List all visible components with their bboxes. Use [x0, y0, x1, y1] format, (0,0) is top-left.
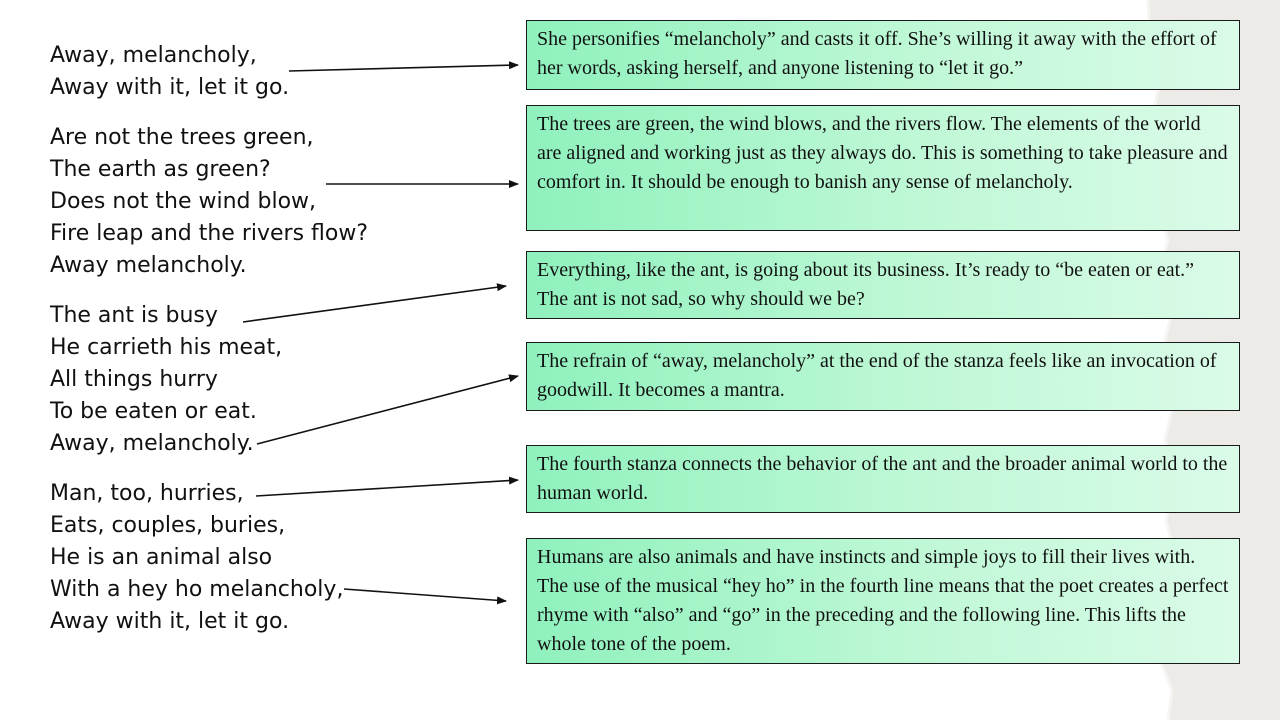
poem-line: Away melancholy. — [50, 253, 247, 278]
arrow-5 — [255, 476, 519, 497]
poem-line: The ant is busy — [50, 303, 218, 328]
arrow-1 — [288, 61, 519, 72]
poem-line: Fire leap and the rivers flow? — [50, 221, 369, 246]
poem-line: Away with it, let it go. — [50, 75, 290, 100]
poem-line: Does not the wind blow, — [50, 189, 317, 214]
arrow-4 — [256, 374, 519, 445]
poem-line: With a hey ho melancholy, — [50, 577, 344, 602]
annotation-box: The trees are green, the wind blows, and… — [526, 105, 1240, 231]
annotation-box: Everything, like the ant, is going about… — [526, 251, 1240, 319]
poem-line: Away with it, let it go. — [50, 609, 290, 634]
poem-line: The earth as green? — [50, 157, 271, 182]
arrow-6 — [343, 588, 507, 605]
poem-line: Man, too, hurries, — [50, 481, 244, 506]
arrow-3 — [242, 283, 507, 323]
poem-line: All things hurry — [50, 367, 218, 392]
annotation-box: Humans are also animals and have instinc… — [526, 538, 1240, 664]
poem-line: To be eaten or eat. — [50, 399, 257, 424]
poem-line: He is an animal also — [50, 545, 273, 570]
poem-line: Are not the trees green, — [50, 125, 314, 150]
annotation-box: The fourth stanza connects the behavior … — [526, 445, 1240, 513]
poem-line: He carrieth his meat, — [50, 335, 283, 360]
annotation-box: She personifies “melancholy” and casts i… — [526, 20, 1240, 90]
poem-line: Away, melancholy. — [50, 431, 254, 456]
poem-line: Away, melancholy, — [50, 43, 257, 68]
annotation-box: The refrain of “away, melancholy” at the… — [526, 342, 1240, 411]
poem-line: Eats, couples, buries, — [50, 513, 286, 538]
